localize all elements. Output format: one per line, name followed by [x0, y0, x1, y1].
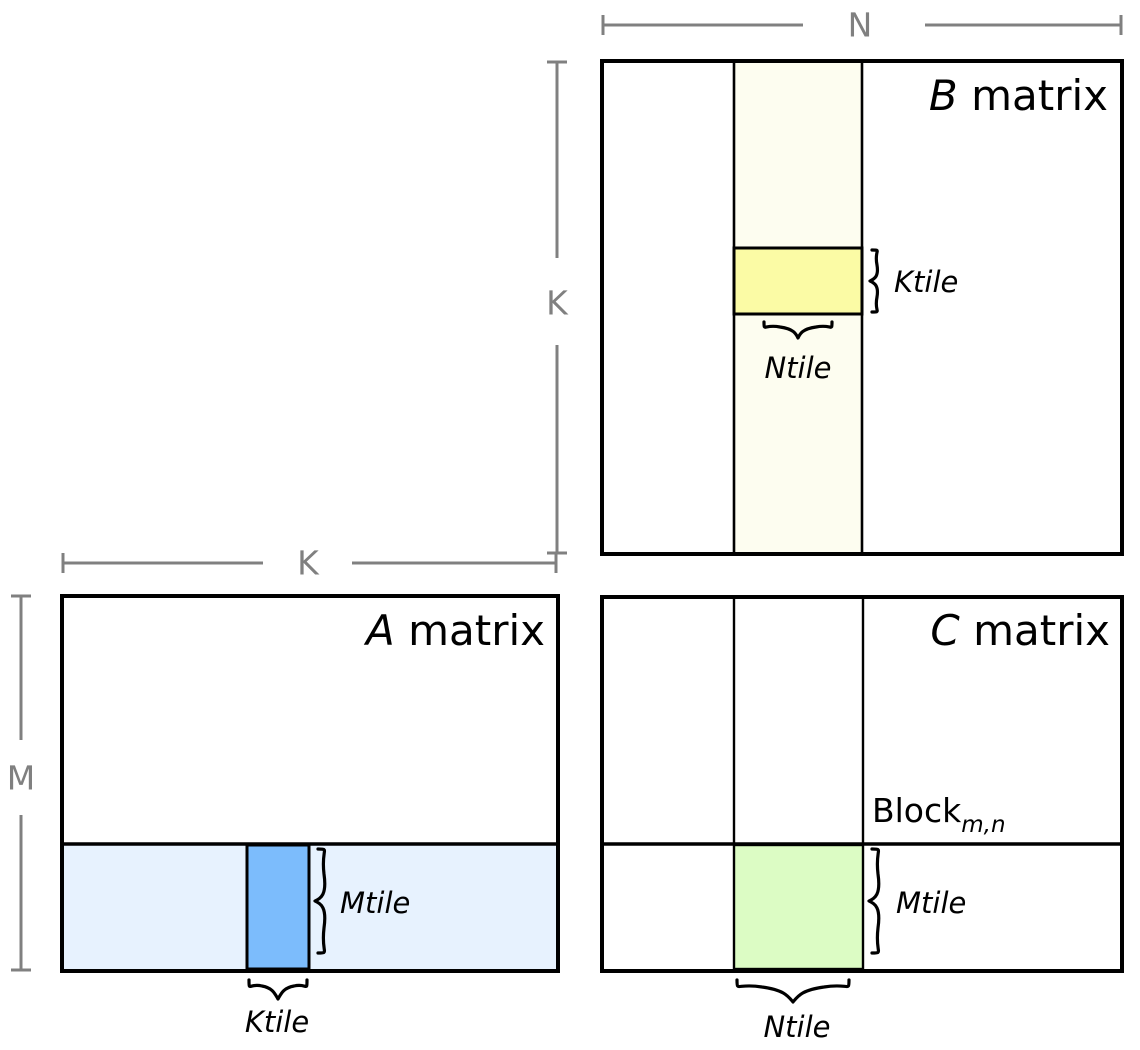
matrix-b-title: B matrix	[929, 71, 1108, 120]
dimension-n: N	[601, 6, 1123, 45]
matrix-a-mtile-label: Mtile	[340, 886, 410, 920]
matrix-b: B matrix	[600, 59, 1124, 556]
matrix-b-ktile-annotation: Ktile	[868, 248, 958, 314]
matrix-b-title-suffix: matrix	[958, 71, 1108, 120]
matrix-a-title-symbol: A	[363, 606, 395, 655]
matrix-b-ktile-label: Ktile	[894, 265, 958, 299]
matrix-c-mtile-annotation: Mtile	[867, 847, 966, 955]
matrix-c-mtile-label: Mtile	[896, 886, 966, 920]
dimension-m-label: M	[7, 759, 35, 798]
matrix-c-tile	[732, 843, 865, 971]
matrix-b-ktile-brace	[868, 248, 880, 314]
dimension-m: M	[7, 594, 35, 972]
matrix-a: A matrix	[60, 594, 560, 973]
matrix-c-title-suffix: matrix	[960, 606, 1110, 655]
matrix-a-mtile-brace	[313, 847, 327, 955]
matrix-c-block-label-text: Block	[872, 791, 962, 830]
matrix-c-block-label: Blockm,n	[872, 791, 1006, 838]
matrix-c-border	[600, 595, 1124, 973]
matrix-a-mtile-annotation: Mtile	[313, 847, 410, 955]
matrix-a-ktile-annotation: Ktile	[245, 978, 309, 1039]
dimension-k-horizontal-label: K	[297, 544, 320, 583]
matrix-b-ntile-annotation: Ntile	[762, 320, 834, 385]
matrix-a-tile	[245, 843, 311, 971]
matrix-b-ntile-label: Ntile	[764, 351, 831, 385]
matrix-c-ntile-label: Ntile	[763, 1010, 830, 1044]
dimension-k-horizontal: K	[61, 544, 558, 583]
matrix-b-border	[600, 59, 1124, 556]
matrix-a-title-suffix: matrix	[395, 606, 545, 655]
matrix-c-title-symbol: C	[930, 606, 960, 655]
matrix-b-title-symbol: B	[929, 71, 958, 120]
matrix-c-block-subscript: m,n	[961, 812, 1005, 838]
matrix-b-tile	[732, 246, 864, 316]
matrix-c-title: C matrix	[930, 606, 1110, 655]
matrix-b-ntile-brace	[762, 320, 834, 340]
matrix-c-mtile-brace	[867, 847, 881, 955]
dimension-k-vertical-label: K	[546, 284, 569, 323]
dimension-n-label: N	[848, 6, 873, 45]
dimension-k-vertical: K	[546, 60, 569, 555]
matrix-a-ktile-brace	[247, 978, 309, 1001]
matrix-a-title: A matrix	[363, 606, 545, 655]
matrix-a-ktile-label: Ktile	[245, 1005, 309, 1039]
matrix-c-ntile-brace	[735, 978, 851, 1004]
matrix-c: C matrix Blockm,n	[600, 595, 1124, 973]
matrix-a-border	[60, 594, 560, 973]
matrix-c-ntile-annotation: Ntile	[735, 978, 851, 1044]
